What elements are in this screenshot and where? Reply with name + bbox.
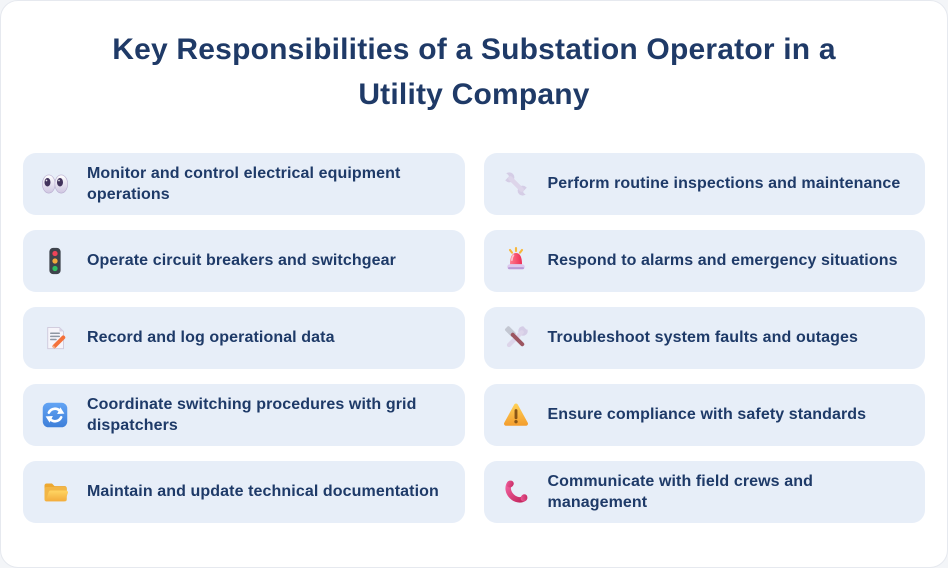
folder-icon [40, 477, 70, 507]
card-monitor-equipment: Monitor and control electrical equipment… [23, 153, 465, 215]
responsibility-label: Maintain and update technical documentat… [87, 483, 439, 501]
responsibility-label: Communicate with field crews and managem… [547, 472, 813, 511]
siren-icon [501, 246, 531, 276]
card-record-data: Record and log operational data [23, 307, 465, 369]
card-respond-alarms: Respond to alarms and emergency situatio… [483, 230, 925, 292]
responsibility-label: Perform routine inspections and maintena… [547, 175, 901, 193]
card-safety-compliance: Ensure compliance with safety standards [483, 384, 925, 446]
responsibilities-grid: Monitor and control electrical equipment… [1, 117, 947, 523]
card-circuit-breakers: Operate circuit breakers and switchgear [23, 230, 465, 292]
hammer-wrench-icon [501, 323, 531, 353]
arrows-icon [40, 400, 70, 430]
traffic-light-icon [40, 246, 70, 276]
phone-icon [501, 477, 531, 507]
memo-icon [40, 323, 70, 353]
responsibility-label: Respond to alarms and emergency situatio… [547, 252, 898, 270]
card-communicate-crews: Communicate with field crews and managem… [483, 461, 925, 523]
responsibility-label: Ensure compliance with safety standards [547, 406, 867, 424]
card-coordinate-switching: Coordinate switching procedures with gri… [23, 384, 465, 446]
card-technical-documentation: Maintain and update technical documentat… [23, 461, 465, 523]
page-title: Key Responsibilities of a Substation Ope… [112, 33, 836, 111]
card-routine-inspections: Perform routine inspections and maintena… [483, 153, 925, 215]
responsibility-label: Coordinate switching procedures with gri… [87, 395, 417, 434]
eyes-icon [40, 169, 70, 199]
responsibility-label: Record and log operational data [87, 329, 335, 347]
responsibility-label: Operate circuit breakers and switchgear [87, 252, 396, 270]
responsibility-label: Monitor and control electrical equipment… [87, 164, 401, 203]
wrench-icon [501, 169, 531, 199]
card-troubleshoot-faults: Troubleshoot system faults and outages [483, 307, 925, 369]
responsibility-label: Troubleshoot system faults and outages [547, 329, 859, 347]
warning-icon [501, 400, 531, 430]
